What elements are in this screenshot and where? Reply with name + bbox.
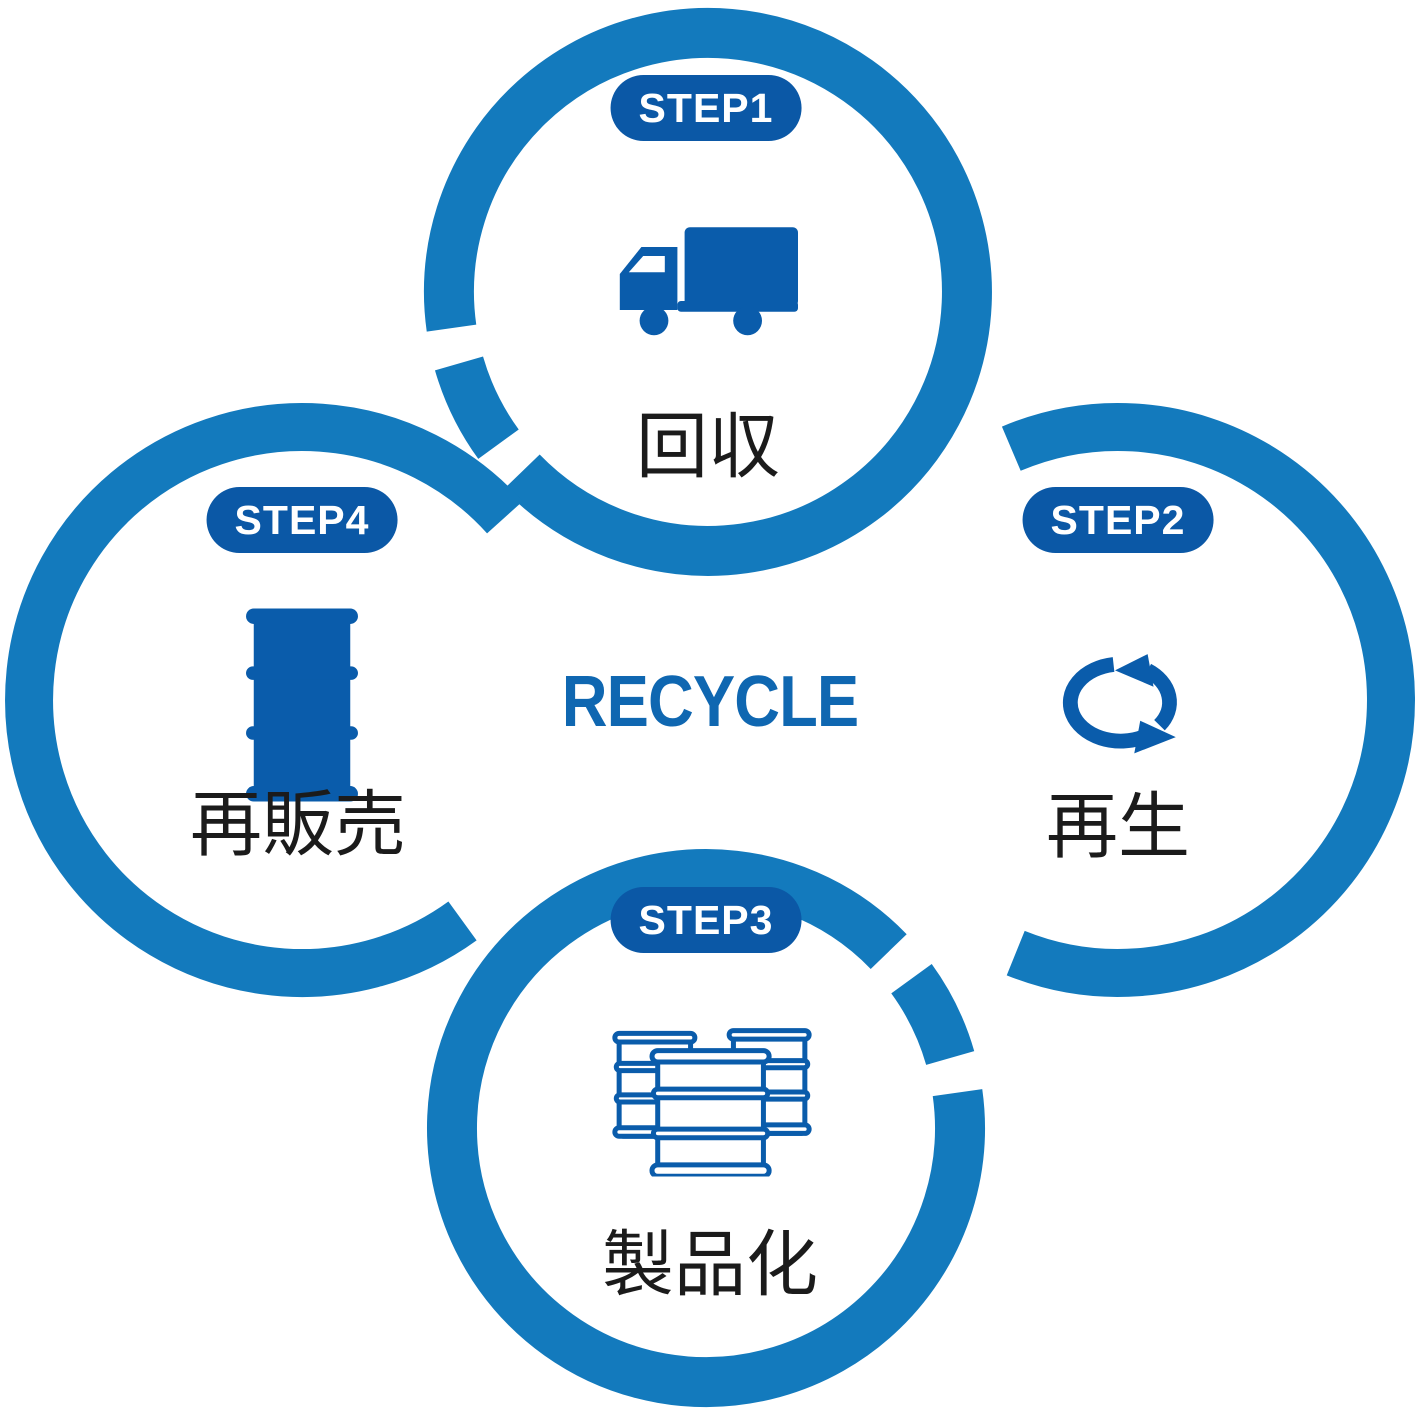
bottom-ring-arc	[427, 849, 985, 1408]
step3-label: 製品化	[601, 1225, 819, 1306]
top-ring-fragment	[434, 355, 520, 459]
left-ring-arc	[5, 403, 523, 997]
bottom-ring-fragment	[890, 964, 975, 1066]
step4-label: 再販売	[189, 785, 407, 866]
step1-badge: STEP1	[610, 75, 802, 141]
right-ring-arc	[1001, 402, 1415, 997]
step2-badge: STEP2	[1022, 487, 1214, 553]
step2-label: 再生	[1045, 787, 1191, 868]
step4-badge: STEP4	[206, 487, 398, 553]
drum-solid-icon	[246, 608, 358, 802]
recycle-arrows-icon	[1062, 654, 1177, 754]
step1-label: 回収	[635, 407, 781, 488]
step3-badge: STEP3	[610, 887, 802, 953]
top-ring-arc	[423, 7, 992, 576]
center-title: RECYCLE	[561, 662, 859, 742]
drums-outline-icon	[612, 1028, 812, 1177]
truck-icon	[619, 227, 798, 336]
